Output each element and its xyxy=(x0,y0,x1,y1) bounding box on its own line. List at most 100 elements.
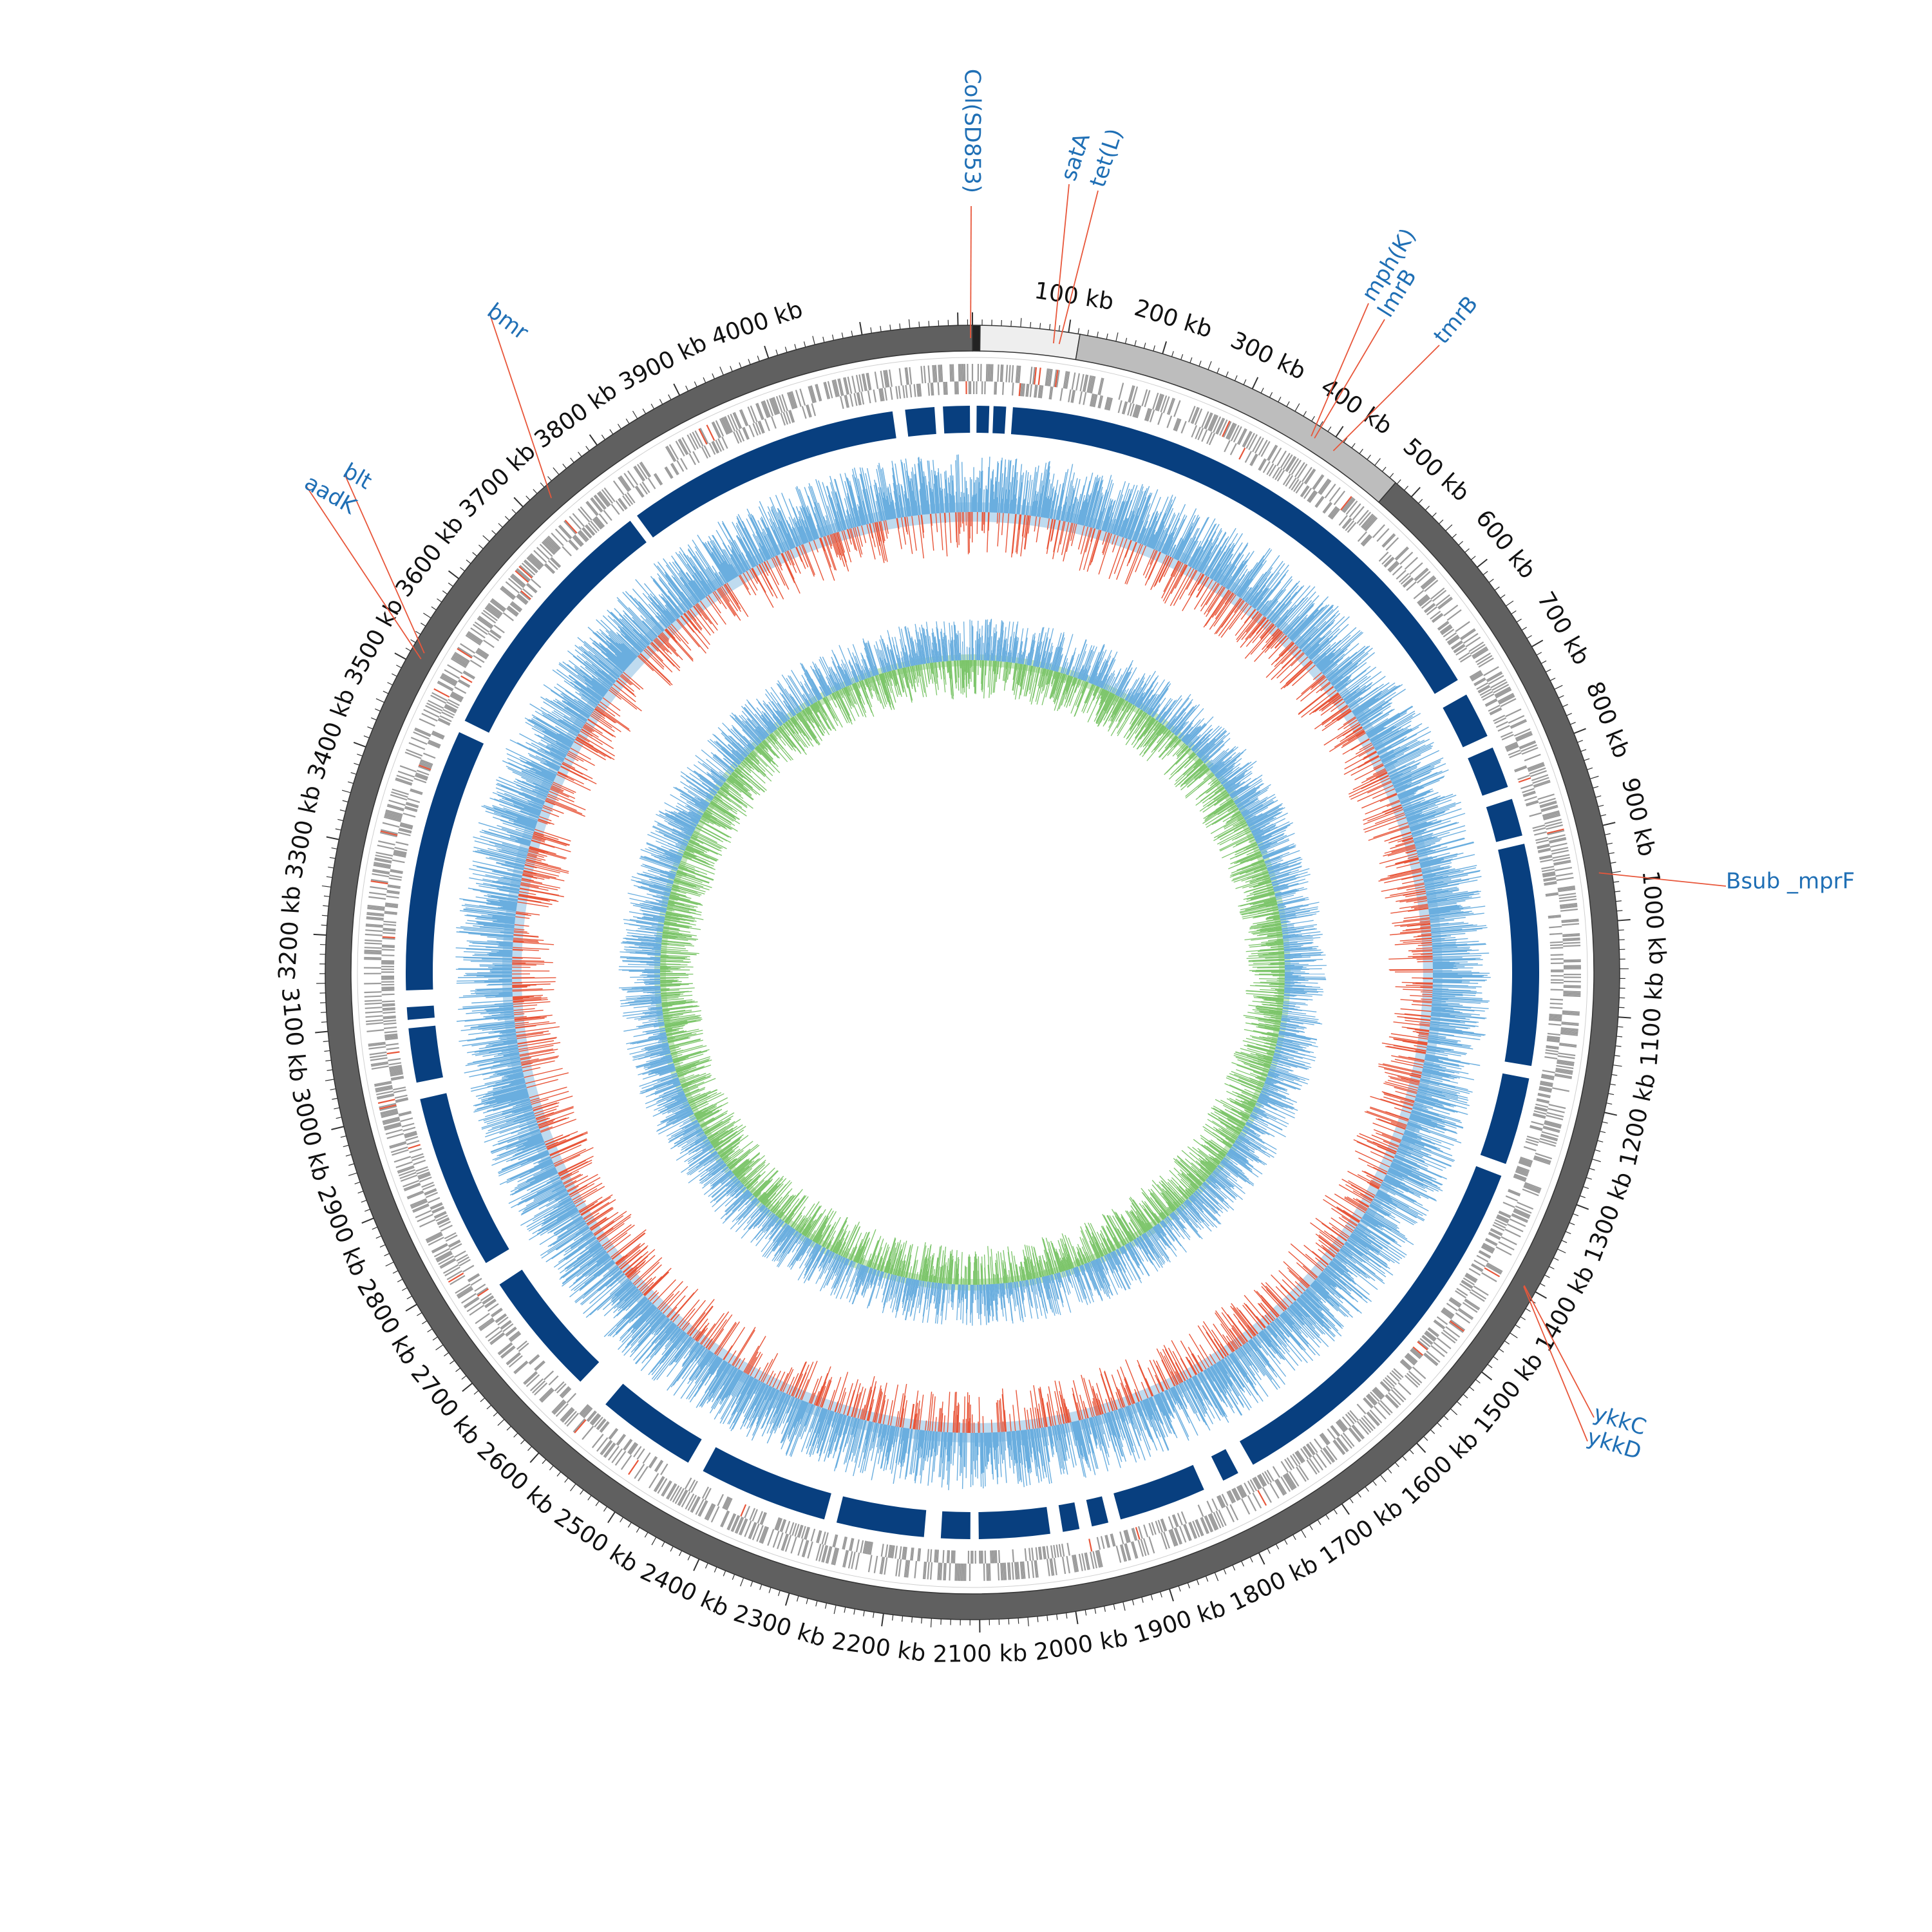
tick-mark xyxy=(777,1590,781,1596)
cds-feature xyxy=(1539,855,1553,859)
cds-feature xyxy=(431,1243,448,1253)
cds-feature xyxy=(395,1099,409,1103)
cds-feature xyxy=(1542,813,1560,819)
cds-feature xyxy=(574,1419,587,1434)
cds-feature xyxy=(480,1293,492,1302)
cds-feature xyxy=(1363,1415,1376,1430)
tick-mark xyxy=(339,810,346,812)
cds-feature xyxy=(880,1544,884,1557)
cds-feature xyxy=(1374,1387,1384,1398)
cds-feature xyxy=(1105,397,1110,410)
cds-feature xyxy=(597,1419,607,1430)
cds-feature xyxy=(1490,708,1502,715)
cds-feature xyxy=(1399,551,1414,565)
cds-feature xyxy=(487,1303,499,1312)
cds-feature xyxy=(399,765,417,773)
cds-feature xyxy=(1314,495,1323,507)
cds-feature xyxy=(1488,1231,1501,1239)
cds-feature xyxy=(1100,1536,1105,1549)
cds-feature xyxy=(1537,1092,1551,1097)
cds-feature xyxy=(1549,842,1567,848)
cds-track-boundary xyxy=(357,357,1588,1588)
cds-feature xyxy=(1530,770,1547,777)
cds-feature xyxy=(1500,698,1517,708)
tick-mark xyxy=(1278,396,1282,402)
cds-feature xyxy=(1208,1514,1217,1531)
cds-feature xyxy=(1048,386,1052,400)
cds-feature xyxy=(1121,1544,1128,1562)
tick-mark xyxy=(806,1598,808,1604)
tick-mark xyxy=(1616,1036,1623,1037)
cds-feature xyxy=(1486,671,1502,681)
cds-feature xyxy=(1472,1263,1484,1271)
cds-feature xyxy=(383,1119,401,1125)
cds-feature xyxy=(1023,1561,1026,1579)
tick-mark xyxy=(859,321,863,335)
tick-mark xyxy=(1586,1177,1592,1180)
tick-mark xyxy=(324,1050,330,1052)
tick-mark xyxy=(1430,1429,1435,1434)
cds-feature xyxy=(1433,1341,1448,1354)
cds-feature xyxy=(867,1555,873,1573)
cds-feature xyxy=(435,1215,448,1222)
cds-feature xyxy=(600,1439,612,1455)
cds-feature xyxy=(386,895,399,899)
cds-feature xyxy=(824,1532,829,1546)
cds-feature xyxy=(1170,1529,1177,1546)
cds-feature xyxy=(1090,1551,1095,1569)
cds-feature xyxy=(634,1463,645,1479)
cds-feature xyxy=(1541,1075,1555,1079)
gc-content-bar xyxy=(1412,983,1433,985)
cds-feature xyxy=(1078,1553,1083,1571)
cds-feature xyxy=(1018,365,1021,383)
cds-feature xyxy=(818,1544,824,1562)
cds-feature xyxy=(395,841,409,846)
cds-feature xyxy=(1324,483,1336,498)
cds-feature xyxy=(1089,375,1095,393)
cds-feature xyxy=(1268,464,1277,477)
cds-feature xyxy=(395,777,413,785)
cds-feature xyxy=(383,1017,396,1019)
cds-feature xyxy=(365,1002,383,1005)
cds-feature xyxy=(562,545,572,556)
cds-feature xyxy=(1162,396,1170,413)
tick-label: 2100 kb xyxy=(933,1640,1027,1668)
cds-feature xyxy=(1514,766,1528,773)
tick-mark xyxy=(1536,652,1542,656)
cds-feature xyxy=(1208,413,1216,431)
cds-feature xyxy=(1336,1421,1346,1432)
tick-mark xyxy=(410,639,416,643)
tick-mark xyxy=(1443,1416,1449,1421)
tick-mark xyxy=(1432,512,1437,518)
tick-mark xyxy=(1171,351,1174,357)
tick-mark xyxy=(385,1262,394,1267)
cds-feature xyxy=(1280,1461,1289,1473)
cds-feature xyxy=(1470,672,1483,681)
cds-feature xyxy=(952,364,954,382)
cds-feature xyxy=(1437,596,1452,609)
cds-feature xyxy=(383,1117,400,1124)
cds-feature xyxy=(430,1203,443,1210)
tick-mark xyxy=(1178,1586,1181,1592)
cds-feature xyxy=(418,766,431,772)
gc-content-bar xyxy=(1182,574,1204,611)
cds-feature xyxy=(414,775,428,781)
tick-mark xyxy=(1500,594,1506,599)
cds-feature xyxy=(1505,1195,1519,1202)
tick-mark xyxy=(661,1541,665,1548)
cds-feature xyxy=(561,1408,574,1422)
cds-feature xyxy=(620,1455,632,1470)
cds-feature xyxy=(485,1326,500,1338)
gc-content-bar xyxy=(1278,1270,1303,1294)
tick-mark xyxy=(361,1200,367,1203)
cds-feature xyxy=(536,547,550,560)
cds-feature xyxy=(1035,1547,1038,1560)
cds-feature xyxy=(370,880,388,885)
cds-feature xyxy=(382,937,395,940)
cds-feature xyxy=(439,1220,451,1228)
cds-feature xyxy=(1081,1553,1086,1571)
tick-mark xyxy=(632,410,638,419)
cds-feature xyxy=(1541,1074,1555,1078)
cds-feature xyxy=(1163,1531,1170,1549)
cds-feature xyxy=(1149,410,1155,422)
